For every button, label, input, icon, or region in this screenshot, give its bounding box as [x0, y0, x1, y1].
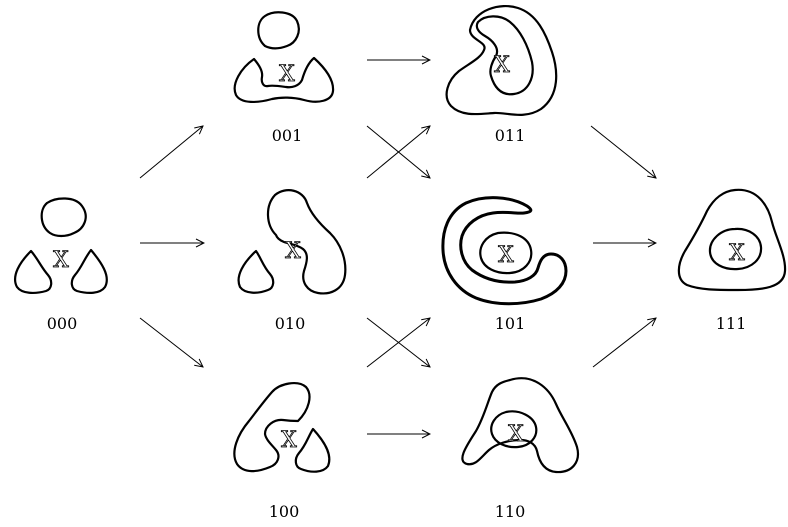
node-010: X 010: [237, 189, 347, 333]
vertex-label-011: 011: [495, 126, 526, 145]
vertex-label-001: 001: [272, 126, 303, 145]
center-symbol-101: X: [498, 243, 514, 268]
center-symbol-001: X: [279, 62, 295, 87]
center-symbol-000: X: [53, 248, 69, 273]
arrow-100-101: [366, 318, 430, 368]
vertex-label-101: 101: [495, 314, 526, 333]
arrow-110-111: [592, 318, 656, 368]
arrow-011-111: [590, 125, 656, 178]
curve-010-left: [237, 249, 275, 294]
arrow-000-001: [139, 126, 203, 179]
center-symbol-100: X: [281, 428, 297, 453]
node-100: X 100: [233, 382, 331, 521]
vertex-label-111: 111: [716, 314, 747, 333]
node-000: X 000: [14, 197, 108, 333]
arrow-010-011: [366, 126, 430, 179]
curve-101-outer: [441, 196, 568, 306]
curve-101-inner: [479, 231, 533, 275]
curve-100-right: [294, 427, 331, 473]
curve-000-right: [70, 248, 108, 294]
arrows: [139, 60, 656, 434]
vertex-label-000: 000: [47, 314, 78, 333]
curve-000-top: [40, 197, 87, 238]
curve-001-merged: [233, 56, 335, 103]
vertex-label-010: 010: [275, 314, 306, 333]
curve-111-outer: [677, 188, 787, 292]
arrow-000-100: [139, 317, 203, 367]
vertex-label-100: 100: [269, 502, 300, 521]
center-symbol-011: X: [494, 53, 510, 78]
curve-011-inner: [475, 15, 534, 96]
curve-001-top: [257, 11, 300, 50]
node-011: X 011: [445, 4, 558, 145]
center-symbol-010: X: [285, 239, 301, 264]
node-101: X 101: [441, 196, 568, 333]
node-110: X 110: [461, 377, 580, 521]
curve-111-inner: [708, 227, 763, 271]
curve-010-merged: [266, 189, 347, 295]
curve-110-inner: [490, 410, 538, 449]
center-symbol-110: X: [508, 422, 524, 447]
node-111: X 111: [677, 188, 787, 333]
node-001: X 001: [233, 11, 335, 145]
vertex-label-110: 110: [495, 502, 526, 521]
curve-100-merged: [233, 382, 311, 473]
curve-000-left: [14, 249, 53, 294]
curve-011-merged: [445, 4, 558, 116]
curve-110-outer: [461, 377, 580, 474]
center-symbol-111: X: [729, 241, 745, 266]
